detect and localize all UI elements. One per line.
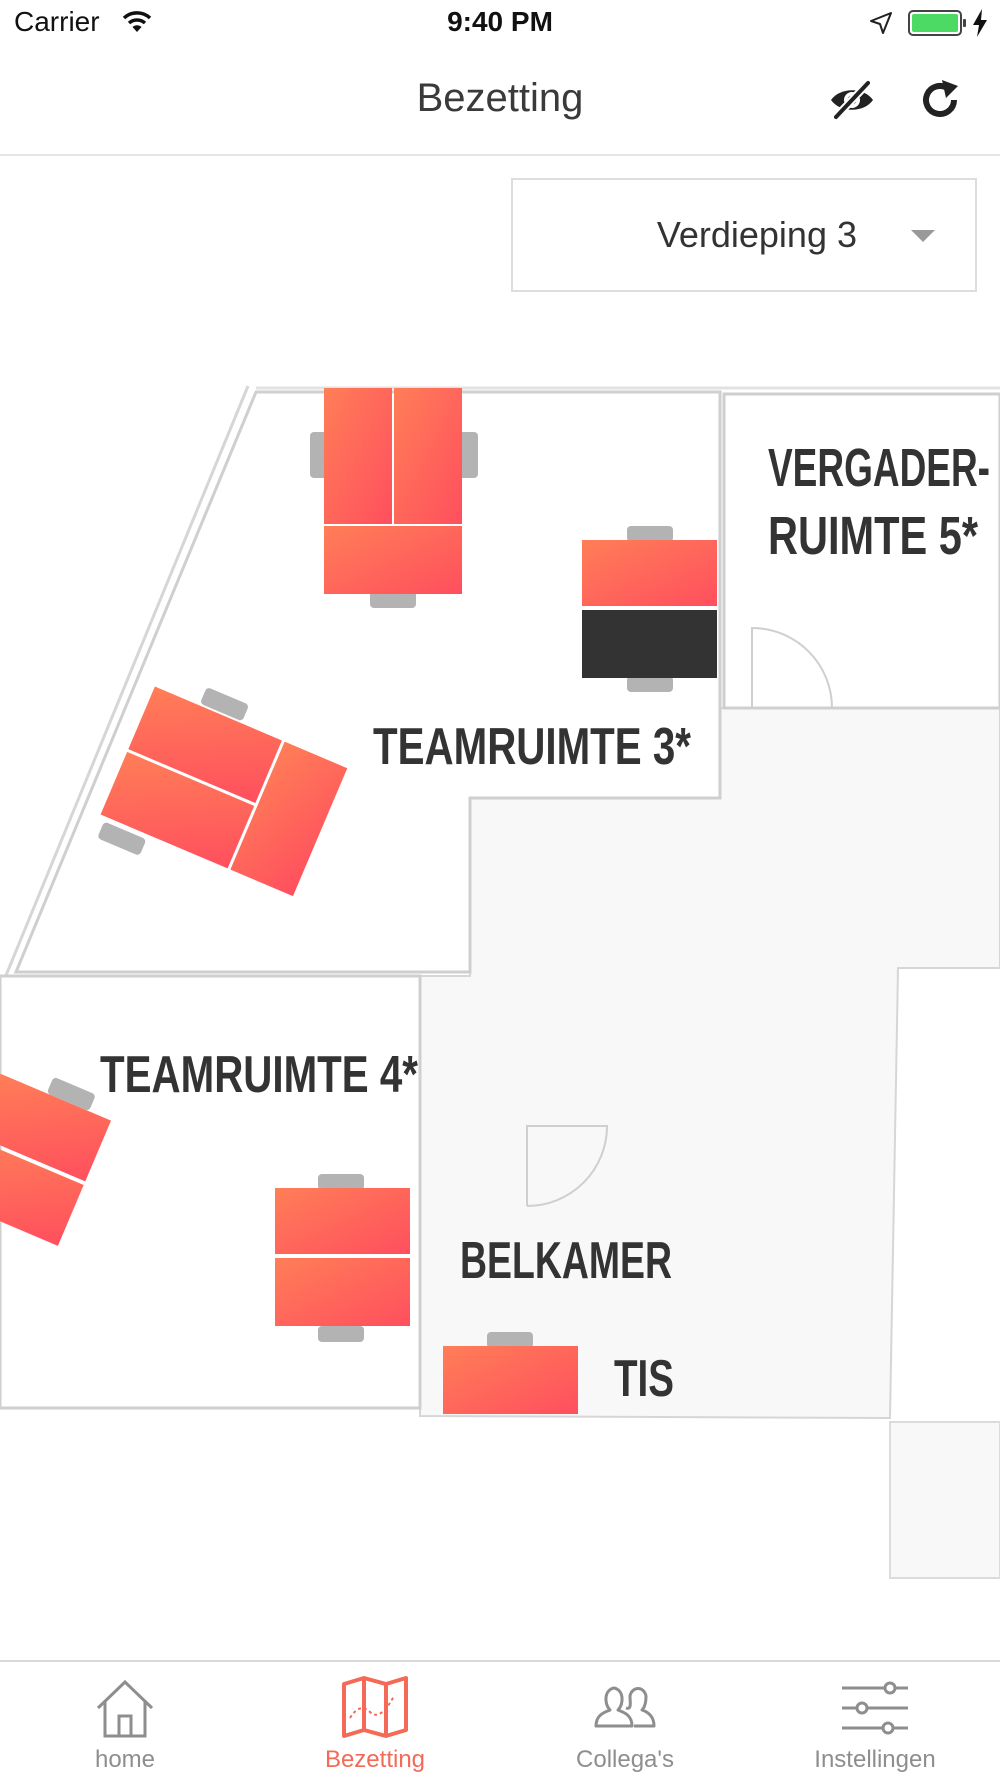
room-label-tis: TIS	[614, 1350, 674, 1408]
desk[interactable]	[443, 1346, 578, 1414]
location-arrow-icon	[870, 12, 892, 34]
chair	[458, 432, 478, 478]
corridor-area	[419, 707, 1000, 1420]
chair	[201, 688, 248, 721]
chair	[487, 1332, 533, 1348]
floor-select-value: Verdieping 3	[656, 214, 857, 255]
tab-instellingen[interactable]: Instellingen	[750, 1662, 1000, 1780]
outer-wall	[0, 385, 250, 991]
desk[interactable]	[128, 686, 282, 804]
people-icon	[594, 1686, 656, 1728]
refresh-icon	[923, 80, 958, 117]
tab-collegas[interactable]: Collega's	[500, 1662, 750, 1780]
floor-select[interactable]: Verdieping 3	[511, 178, 977, 292]
tab-label: home	[94, 1746, 156, 1773]
corner-block	[889, 1421, 1000, 1579]
chair	[47, 1077, 95, 1111]
desk[interactable]	[394, 388, 462, 524]
chair	[627, 526, 673, 542]
chevron-down-icon	[911, 230, 935, 242]
battery-icon	[908, 10, 966, 36]
door-swing	[751, 626, 833, 709]
chair	[370, 590, 416, 608]
desk-occupied[interactable]	[582, 610, 717, 678]
desk[interactable]	[582, 540, 717, 606]
desk[interactable]	[0, 1073, 112, 1182]
room-vergaderruimte-5[interactable]	[722, 392, 1000, 710]
room-label-teamruimte-4: TEAMRUIMTE 4*	[100, 1046, 419, 1104]
chair	[627, 676, 673, 692]
wifi-icon	[122, 11, 152, 32]
tab-label: Bezetting	[324, 1746, 426, 1773]
room-label-belkamer: BELKAMER	[460, 1232, 672, 1290]
desk[interactable]	[324, 388, 392, 524]
chair	[98, 822, 146, 855]
toggle-visibility-button[interactable]	[822, 70, 882, 130]
door-swing	[526, 1125, 609, 1207]
room-label-vergaderruimte-5-line2: RUIMTE 5*	[768, 506, 978, 566]
navigation-bar: Bezetting	[0, 50, 1000, 156]
tab-bezetting[interactable]: Bezetting	[250, 1662, 500, 1780]
room-label-vergaderruimte-5-line1: VERGADER-	[768, 438, 990, 498]
tab-label: Instellingen	[814, 1746, 936, 1773]
desk[interactable]	[100, 751, 255, 869]
tab-bar: home Bezetting Collega's Instellingen	[0, 1660, 1000, 1780]
desk[interactable]	[275, 1258, 410, 1326]
page-title: Bezetting	[416, 76, 584, 120]
desk[interactable]	[275, 1188, 410, 1254]
charging-bolt-icon	[973, 9, 987, 37]
sliders-icon	[842, 1681, 908, 1735]
room-label-teamruimte-3: TEAMRUIMTE 3*	[373, 718, 692, 776]
desk[interactable]	[0, 1138, 84, 1246]
chair	[318, 1326, 364, 1342]
chair	[318, 1174, 364, 1190]
map-icon	[342, 1676, 408, 1738]
status-time: 9:40 PM	[447, 6, 553, 37]
status-bar: Carrier 9:40 PM	[0, 0, 1000, 50]
carrier-label: Carrier	[14, 6, 100, 37]
eye-slash-icon	[831, 80, 873, 120]
refresh-button[interactable]	[910, 70, 970, 130]
desk[interactable]	[324, 526, 462, 594]
desk[interactable]	[230, 741, 348, 897]
floor-map: VERGADER- RUIMTE 5* TEAMRUIMTE 3* TEAMRU…	[0, 385, 1000, 1579]
home-icon	[96, 1679, 154, 1738]
tab-label: Collega's	[576, 1746, 674, 1773]
tab-home[interactable]: home	[0, 1662, 250, 1780]
